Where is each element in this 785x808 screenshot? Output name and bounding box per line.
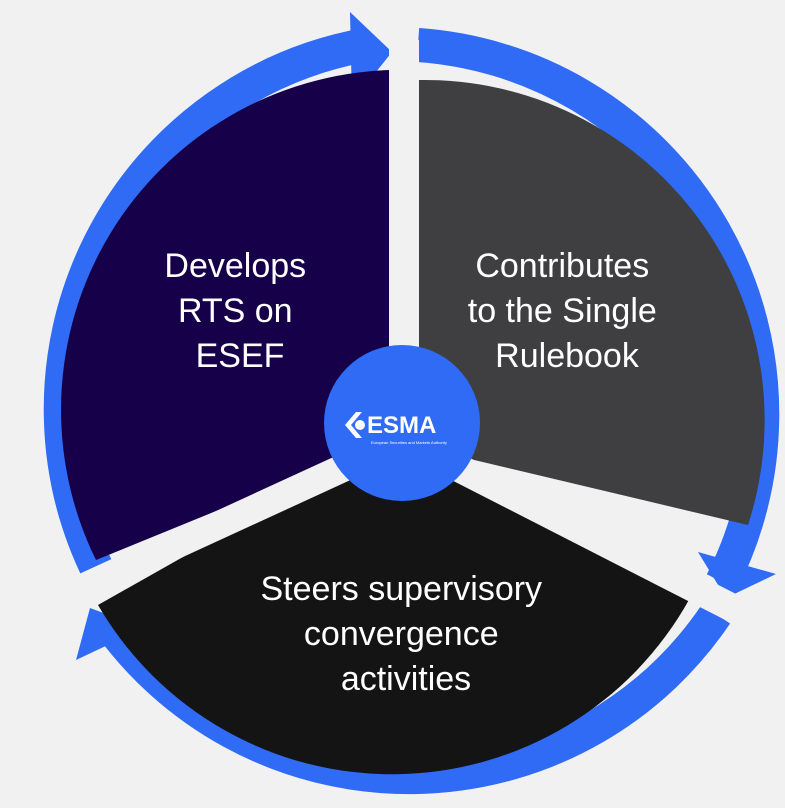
logo-subtext: European Securities and Markets Authorit… — [371, 440, 447, 445]
arrowhead-right-icon — [698, 552, 776, 598]
label-contributes: Contributes to the Single Rulebook — [468, 247, 666, 375]
segment-develops — [61, 70, 390, 560]
label-steers: Steers supervisory convergence activitie… — [261, 570, 552, 698]
hub-circle — [324, 345, 480, 501]
label-develops: Develops RTS on ESEF — [164, 247, 315, 375]
esma-chevron-icon — [345, 412, 365, 438]
arrowhead-left-icon — [76, 608, 144, 660]
logo-text: ESMA — [367, 412, 436, 439]
cycle-arc-left — [43, 28, 369, 583]
segment-contributes — [390, 79, 765, 525]
esma-logo: ESMA European Securities and Markets Aut… — [345, 412, 447, 445]
